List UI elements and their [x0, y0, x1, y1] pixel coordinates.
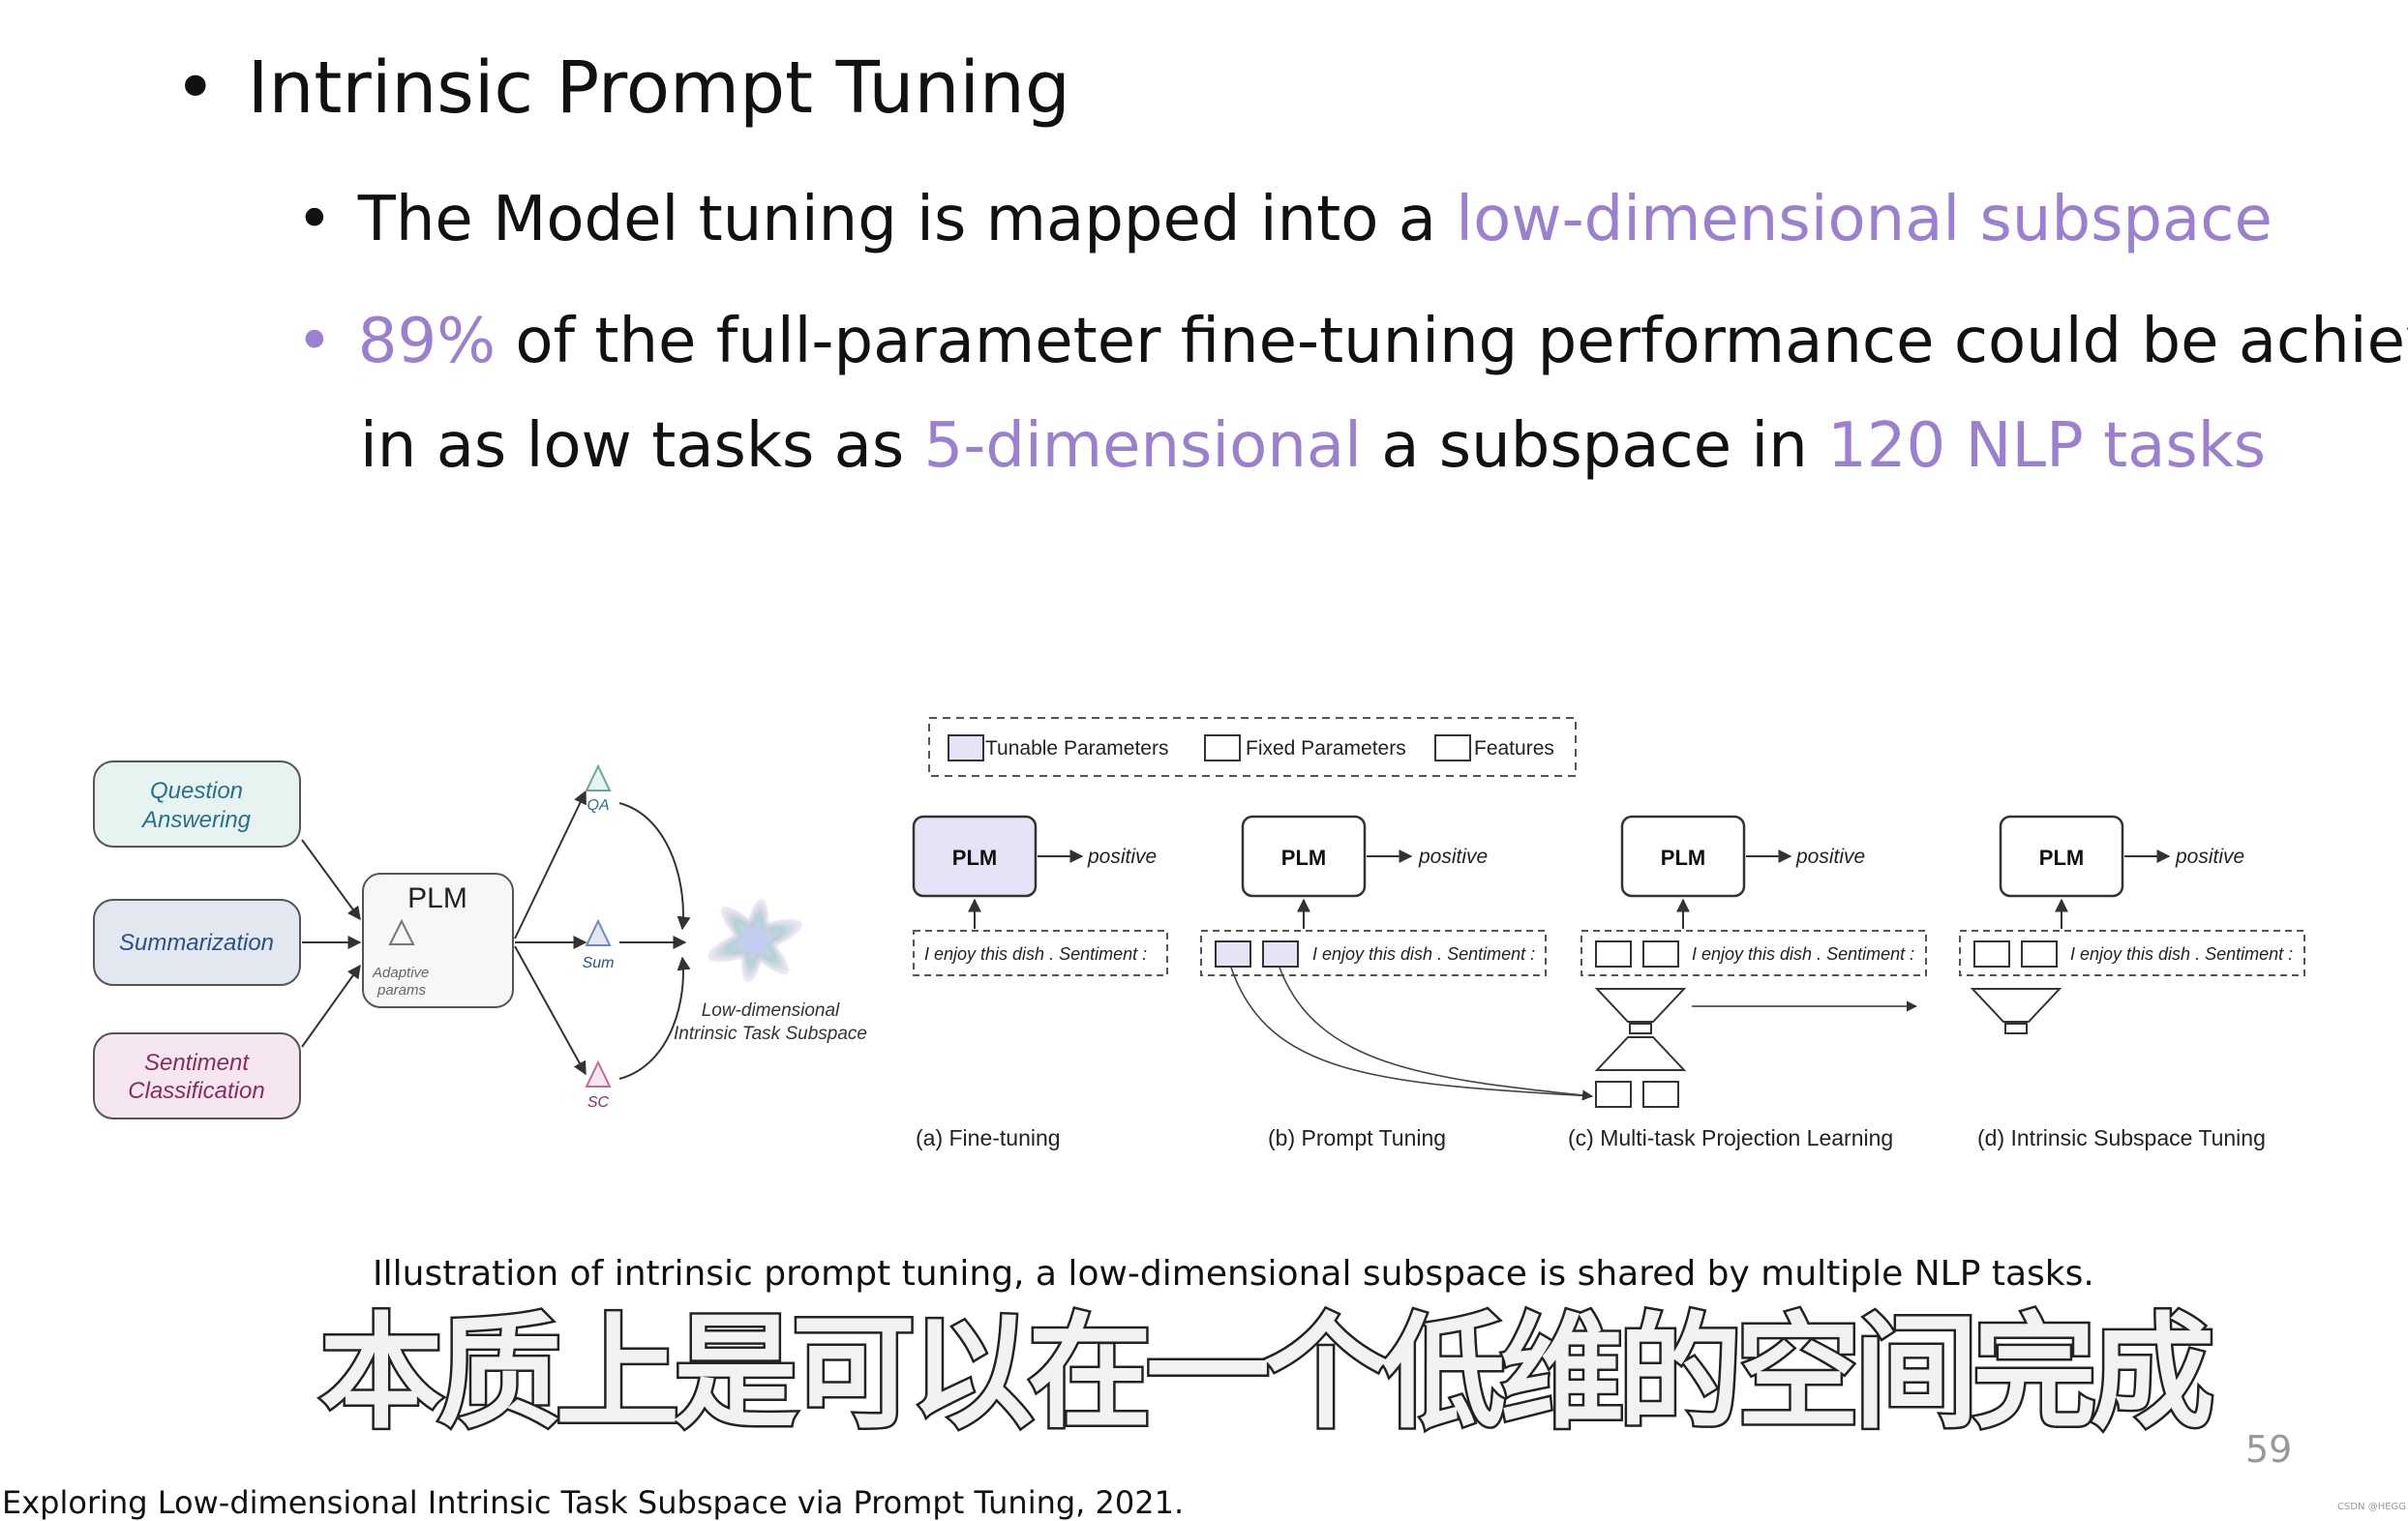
bullet-1-highlight: low-dimensional subspace: [1456, 184, 2273, 255]
panel-caption-b: (b) Prompt Tuning: [1268, 1125, 1446, 1150]
qa-param-icon: [585, 763, 612, 791]
plm-box: [362, 873, 514, 1008]
bullet-2-text-3: a subspace in: [1361, 410, 1828, 482]
panel-prompt-tuning: PLM positive I enjoy this dish . Sentime…: [1200, 815, 1594, 1101]
output-b: positive: [1418, 846, 1488, 868]
panel-caption-c: (c) Multi-task Projection Learning: [1568, 1125, 1893, 1150]
legend-fixed: Fixed Parameters: [1246, 737, 1406, 760]
legend-tunable-swatch: [948, 734, 984, 761]
slide-heading: • Intrinsic Prompt Tuning: [174, 46, 1070, 130]
sc-abbrev: SC: [587, 1094, 610, 1111]
sc-task-box: [93, 1032, 301, 1119]
projection-down-icon: [1594, 1036, 1687, 1071]
input-b: I enjoy this dish . Sentiment :: [1312, 944, 1535, 964]
bullet-1: • The Model tuning is mapped into a low-d…: [296, 184, 2273, 255]
left-figure: Question Answering Summarization Sentime…: [93, 760, 867, 1119]
plm-label-a: PLM: [952, 846, 997, 870]
adaptive-params-icon: [388, 918, 415, 945]
plm-label: PLM: [407, 882, 467, 914]
right-figure: Tunable Parameters Fixed Parameters Feat…: [912, 717, 2305, 1150]
panel-caption-a: (a) Fine-tuning: [916, 1125, 1061, 1150]
bullet-2-text-2: in as low tasks as: [360, 410, 924, 482]
qa-abbrev: QA: [587, 797, 609, 814]
sum-task-box: [93, 899, 301, 986]
input-a: I enjoy this dish . Sentiment :: [924, 944, 1147, 964]
legend-features: Features: [1474, 737, 1554, 760]
panel-caption-d: (d) Intrinsic Subspace Tuning: [1977, 1125, 2266, 1150]
bullet-2-line-1: • 89% of the full-parameter fine-tuning p…: [296, 306, 2408, 377]
bullet-dot: •: [296, 306, 333, 377]
output-d: positive: [2175, 846, 2244, 868]
input-c: I enjoy this dish . Sentiment :: [1692, 944, 1914, 964]
subspace-label-1: Low-dimensional: [702, 1000, 840, 1021]
figure-caption: Illustration of intrinsic prompt tuning,…: [373, 1254, 2094, 1294]
output-c: positive: [1795, 846, 1865, 868]
sc-task-label-1: Sentiment: [144, 1050, 250, 1076]
watermark: CSDN @HEGG: [2337, 1502, 2407, 1512]
projection-up-icon-d: [1970, 988, 2062, 1023]
qa-task-label-2: Answering: [140, 807, 252, 833]
panel-intrinsic-subspace: PLM positive I enjoy this dish . Sentime…: [1959, 815, 2305, 1034]
figure: Question Answering Summarization Sentime…: [93, 717, 2305, 1150]
adaptive-label-2: params: [376, 982, 427, 999]
subspace-star-icon: [707, 898, 803, 983]
plm-label-b: PLM: [1281, 846, 1326, 870]
legend-features-swatch: [1434, 734, 1471, 761]
subspace-label-2: Intrinsic Task Subspace: [674, 1024, 867, 1044]
sum-param-icon: [585, 918, 612, 946]
heading-text: Intrinsic Prompt Tuning: [247, 46, 1070, 130]
sc-param-icon: [585, 1059, 612, 1088]
sum-abbrev: Sum: [583, 955, 615, 971]
bullet-2-text-1: of the full-parameter fine-tuning perfor…: [496, 306, 2408, 377]
page-number: 59: [2245, 1428, 2293, 1471]
bullet-2-highlight-2: 5-dimensional: [923, 410, 1362, 482]
qa-task-label-1: Question: [150, 778, 243, 804]
bullet-1-text: The Model tuning is mapped into a: [357, 184, 1457, 255]
qa-task-box: [93, 760, 301, 848]
bullet-dot: •: [296, 184, 333, 255]
legend-tunable: Tunable Parameters: [985, 737, 1168, 760]
output-a: positive: [1087, 846, 1157, 868]
input-d: I enjoy this dish . Sentiment :: [2070, 944, 2293, 964]
adaptive-label-1: Adaptive: [372, 965, 429, 981]
bullet-2-highlight-1: 89%: [357, 306, 496, 377]
video-subtitle: 本质上是可以在一个低维的空间完成: [316, 1299, 2216, 1448]
reference-footer: Exploring Low-dimensional Intrinsic Task…: [2, 1484, 1185, 1521]
sc-task-label-2: Classification: [128, 1078, 264, 1104]
bullet-dot: •: [174, 46, 217, 130]
panel-fine-tuning: PLM positive I enjoy this dish . Sentime…: [912, 815, 1168, 976]
sum-task-label: Summarization: [119, 930, 274, 956]
legend-fixed-swatch: [1204, 734, 1241, 761]
projection-up-icon: [1594, 988, 1687, 1023]
bullet-2-line-2: in as low tasks as 5-dimensional a subsp…: [360, 410, 2266, 482]
panel-multitask-projection: PLM positive I enjoy this dish . Sentime…: [1580, 815, 1927, 1108]
bullet-2-highlight-3: 120 NLP tasks: [1827, 410, 2267, 482]
plm-label-c: PLM: [1661, 846, 1705, 870]
plm-label-d: PLM: [2039, 846, 2084, 870]
